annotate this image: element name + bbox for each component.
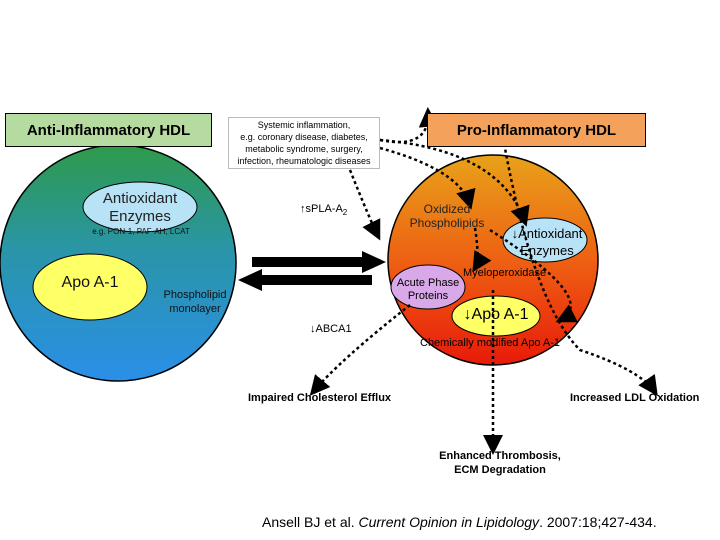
phospholipid-line1: Phospholipid <box>163 289 227 301</box>
citation-journal: Current Opinion in Lipidology <box>358 514 540 530</box>
oxidized-line1: Oxidized <box>423 202 471 216</box>
spla2-text: ↑sPLA-A <box>300 203 343 215</box>
arrow-oxidized-to-myeloperoxidase <box>472 227 492 273</box>
systemic-line-3: metabolic syndrome, surgery, <box>245 144 363 154</box>
ldl-oxidation-label: Increased LDL Oxidation <box>570 392 700 404</box>
reduced-antioxidant-enzymes-label: ↓Antioxidant Enzymes <box>503 225 591 259</box>
antioxidant-label-line1: Antioxidant <box>102 190 178 207</box>
arrow-systemic-to-enzymes <box>379 138 530 227</box>
forward-transform-arrow <box>252 251 386 273</box>
myeloperoxidase-label: Myeloperoxidase <box>463 267 547 279</box>
citation-details: . 2007:18;427-434. <box>539 514 657 530</box>
systemic-line-2: e.g. coronary disease, diabetes, <box>240 132 368 142</box>
acute-line2: Proteins <box>407 290 449 302</box>
phospholipid-monolayer-label: Phospholipid monolayer <box>150 288 240 316</box>
thrombosis-label: Enhanced Thrombosis, ECM Degradation <box>430 449 570 477</box>
antioxidant-enzymes-ellipse <box>82 181 198 233</box>
thrombosis-line2: ECM Degradation <box>454 464 546 476</box>
pro-inflammatory-hdl-title: Pro-Inflammatory HDL <box>427 113 646 147</box>
acute-phase-proteins-ellipse <box>390 264 466 310</box>
antioxidant-label-line2: Enzymes <box>109 208 171 225</box>
systemic-line-4: infection, rheumatologic diseases <box>237 156 371 166</box>
spla2-label: ↑sPLA-A2 <box>300 203 347 217</box>
reduced-antioxidant-line1: ↓Antioxidant <box>511 226 583 241</box>
anti-inflammatory-hdl-title: Anti-Inflammatory HDL <box>5 113 212 147</box>
abca1-label: ↓ABCA1 <box>310 323 352 335</box>
citation-authors: Ansell BJ et al. <box>262 514 359 530</box>
chemically-modified-apo-label: Chemically modified Apo A-1 <box>420 337 561 349</box>
acute-phase-proteins-label: Acute Phase Proteins <box>391 277 465 303</box>
oxidized-phospholipids-label: Oxidized Phospholipids <box>402 202 492 230</box>
thrombosis-line1: Enhanced Thrombosis, <box>439 450 561 462</box>
phospholipid-line2: monolayer <box>169 303 221 315</box>
apo-a1-ellipse <box>32 253 148 321</box>
reduced-antioxidant-line2: Enzymes <box>520 243 574 258</box>
arrow-systemic-to-oxidized <box>379 146 476 210</box>
arrow-systemic-to-spla2 <box>348 169 381 241</box>
impaired-efflux-label: Impaired Cholesterol Efflux <box>248 392 392 404</box>
arrow-to-ldl <box>498 119 658 397</box>
reverse-transform-arrow <box>238 269 372 291</box>
antioxidant-enzymes-label: Antioxidant Enzymes <box>90 190 190 226</box>
spla2-subscript: 2 <box>342 208 348 218</box>
acute-line1: Acute Phase <box>396 277 460 289</box>
reduced-antioxidant-enzymes-ellipse <box>502 217 588 263</box>
citation: Ansell BJ et al. Current Opinion in Lipi… <box>262 514 657 530</box>
reduced-apo-a1-ellipse <box>451 295 541 337</box>
systemic-inflammation-box: Systemic inflammation, e.g. coronary dis… <box>228 117 380 169</box>
apo-a1-label: Apo A-1 <box>61 274 119 291</box>
arrow-to-efflux <box>309 304 411 396</box>
oxidized-line2: Phospholipids <box>409 216 485 230</box>
enzymes-example-label: e.g. PON-1, PAF-AH, LCAT <box>92 227 190 236</box>
systemic-line-1: Systemic inflammation, <box>257 120 351 130</box>
arrow-to-apo <box>489 228 578 323</box>
arrow-systemic-to-pro <box>379 107 439 144</box>
reduced-apo-a1-label: ↓Apo A-1 <box>463 306 529 323</box>
